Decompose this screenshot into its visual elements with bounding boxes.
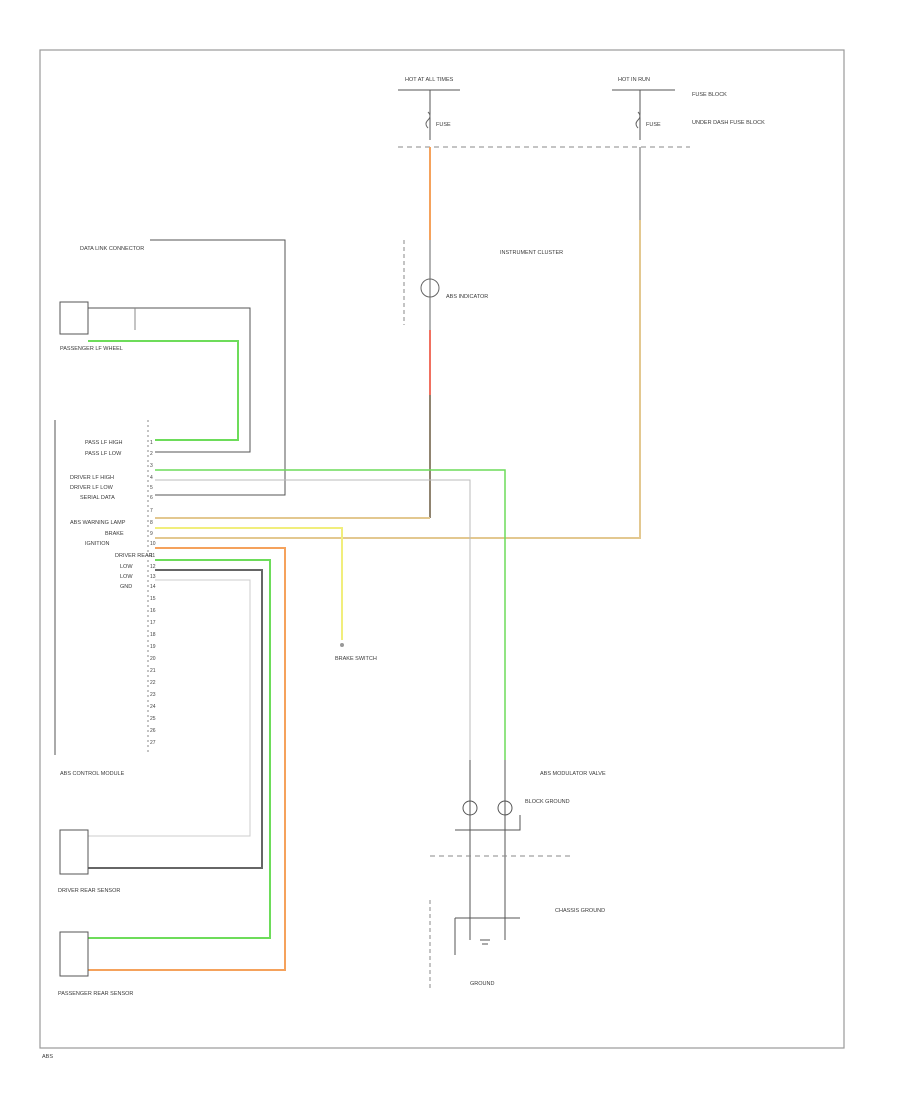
- svg-text:5: 5: [150, 485, 153, 491]
- svg-text:27: 27: [150, 740, 156, 746]
- module-pin-6: ABS WARNING LAMP: [70, 520, 126, 526]
- abs-modulator-label: ABS MODULATOR VALVE: [540, 771, 606, 777]
- module-pin-10: LOW: [120, 564, 133, 570]
- wire-dark-driver-rear: [88, 569, 263, 869]
- fuse-block: HOT AT ALL TIMES HOT IN RUN FUSE BLOCK U…: [398, 77, 765, 148]
- brake-switch-label: BRAKE SWITCH: [335, 656, 377, 662]
- abs-control-module: PASS LF HIGH PASS LF LOW DRIVER LF HIGH …: [54, 420, 156, 777]
- module-pin-5: SERIAL DATA: [80, 495, 115, 501]
- data-link-connector: DATA LINK CONNECTOR: [80, 239, 286, 496]
- diagram-frame: [39, 49, 845, 1049]
- driver-rear-sensor: DRIVER REAR SENSOR: [58, 829, 120, 894]
- svg-text:7: 7: [150, 508, 153, 514]
- hot-in-run-label: HOT IN RUN: [618, 77, 650, 83]
- module-pin-3: DRIVER LF HIGH: [70, 475, 114, 481]
- wire-green-modulator: [155, 469, 506, 760]
- wire-orange-pass-rear: [88, 547, 286, 971]
- fuse-block-label: FUSE BLOCK: [692, 92, 727, 98]
- abs-control-module-label: ABS CONTROL MODULE: [60, 771, 125, 777]
- instrument-cluster-label: INSTRUMENT CLUSTER: [500, 250, 563, 256]
- abs-indicator-lamp: [420, 278, 440, 298]
- wire-grey-driver-rear: [88, 579, 251, 837]
- module-pin-8: IGNITION: [85, 541, 109, 547]
- svg-text:21: 21: [150, 668, 156, 674]
- chassis-ground-label: CHASSIS GROUND: [555, 908, 605, 914]
- passenger-lf-wheel-sensor: PASSENGER LF WHEEL: [59, 301, 251, 453]
- svg-text:17: 17: [150, 620, 156, 626]
- svg-text:9: 9: [150, 531, 153, 537]
- svg-text:20: 20: [150, 656, 156, 662]
- svg-text:18: 18: [150, 632, 156, 638]
- svg-text:10: 10: [150, 541, 156, 547]
- svg-text:19: 19: [150, 644, 156, 650]
- fuse-block-note: UNDER DASH FUSE BLOCK: [692, 120, 765, 126]
- fuse-b-label: FUSE: [646, 122, 661, 128]
- module-pin-2: PASS LF LOW: [85, 451, 122, 457]
- abs-indicator-label: ABS INDICATOR: [446, 294, 488, 300]
- svg-text:3: 3: [150, 463, 153, 469]
- svg-text:16: 16: [150, 608, 156, 614]
- passenger-rear-sensor: PASSENGER REAR SENSOR: [58, 931, 133, 997]
- module-pin-11: LOW: [120, 574, 133, 580]
- passenger-rear-sensor-label: PASSENGER REAR SENSOR: [58, 991, 133, 997]
- module-pin-4: DRIVER LF LOW: [70, 485, 114, 491]
- module-pin-1: PASS LF HIGH: [85, 440, 123, 446]
- svg-text:23: 23: [150, 692, 156, 698]
- wire-green-pass-rear: [88, 559, 271, 939]
- data-link-connector-label: DATA LINK CONNECTOR: [80, 246, 144, 252]
- svg-text:15: 15: [150, 596, 156, 602]
- svg-text:11: 11: [150, 553, 155, 559]
- svg-text:13: 13: [150, 574, 156, 580]
- svg-text:26: 26: [150, 728, 156, 734]
- module-pin-9: DRIVER REAR: [115, 553, 153, 559]
- hot-at-all-times-label: HOT AT ALL TIMES: [405, 77, 454, 83]
- fuse-a-label: FUSE: [436, 122, 451, 128]
- svg-text:24: 24: [150, 704, 156, 710]
- passenger-lf-wheel-label: PASSENGER LF WHEEL: [60, 346, 123, 352]
- wire-grey-modulator: [155, 479, 471, 760]
- svg-text:6: 6: [150, 495, 153, 501]
- driver-rear-sensor-label: DRIVER REAR SENSOR: [58, 888, 120, 894]
- footer-label: ABS: [42, 1054, 53, 1060]
- svg-text:22: 22: [150, 680, 156, 686]
- svg-text:14: 14: [150, 584, 156, 590]
- svg-text:2: 2: [150, 451, 153, 457]
- svg-text:8: 8: [150, 520, 153, 526]
- module-pin-7: BRAKE: [105, 531, 124, 537]
- block-ground-label: BLOCK GROUND: [525, 799, 570, 805]
- svg-text:1: 1: [150, 440, 153, 446]
- svg-text:4: 4: [150, 475, 153, 481]
- abs-modulator: ABS MODULATOR VALVE BLOCK GROUND CHASSIS…: [429, 760, 606, 990]
- brake-switch: BRAKE SWITCH: [335, 643, 377, 662]
- ground-label: GROUND: [470, 981, 494, 987]
- instrument-cluster: INSTRUMENT CLUSTER ABS INDICATOR: [403, 147, 563, 518]
- svg-text:25: 25: [150, 716, 156, 722]
- svg-text:12: 12: [150, 564, 156, 570]
- wire-yellow-brake: [155, 527, 343, 640]
- module-pin-12: GND: [120, 584, 132, 590]
